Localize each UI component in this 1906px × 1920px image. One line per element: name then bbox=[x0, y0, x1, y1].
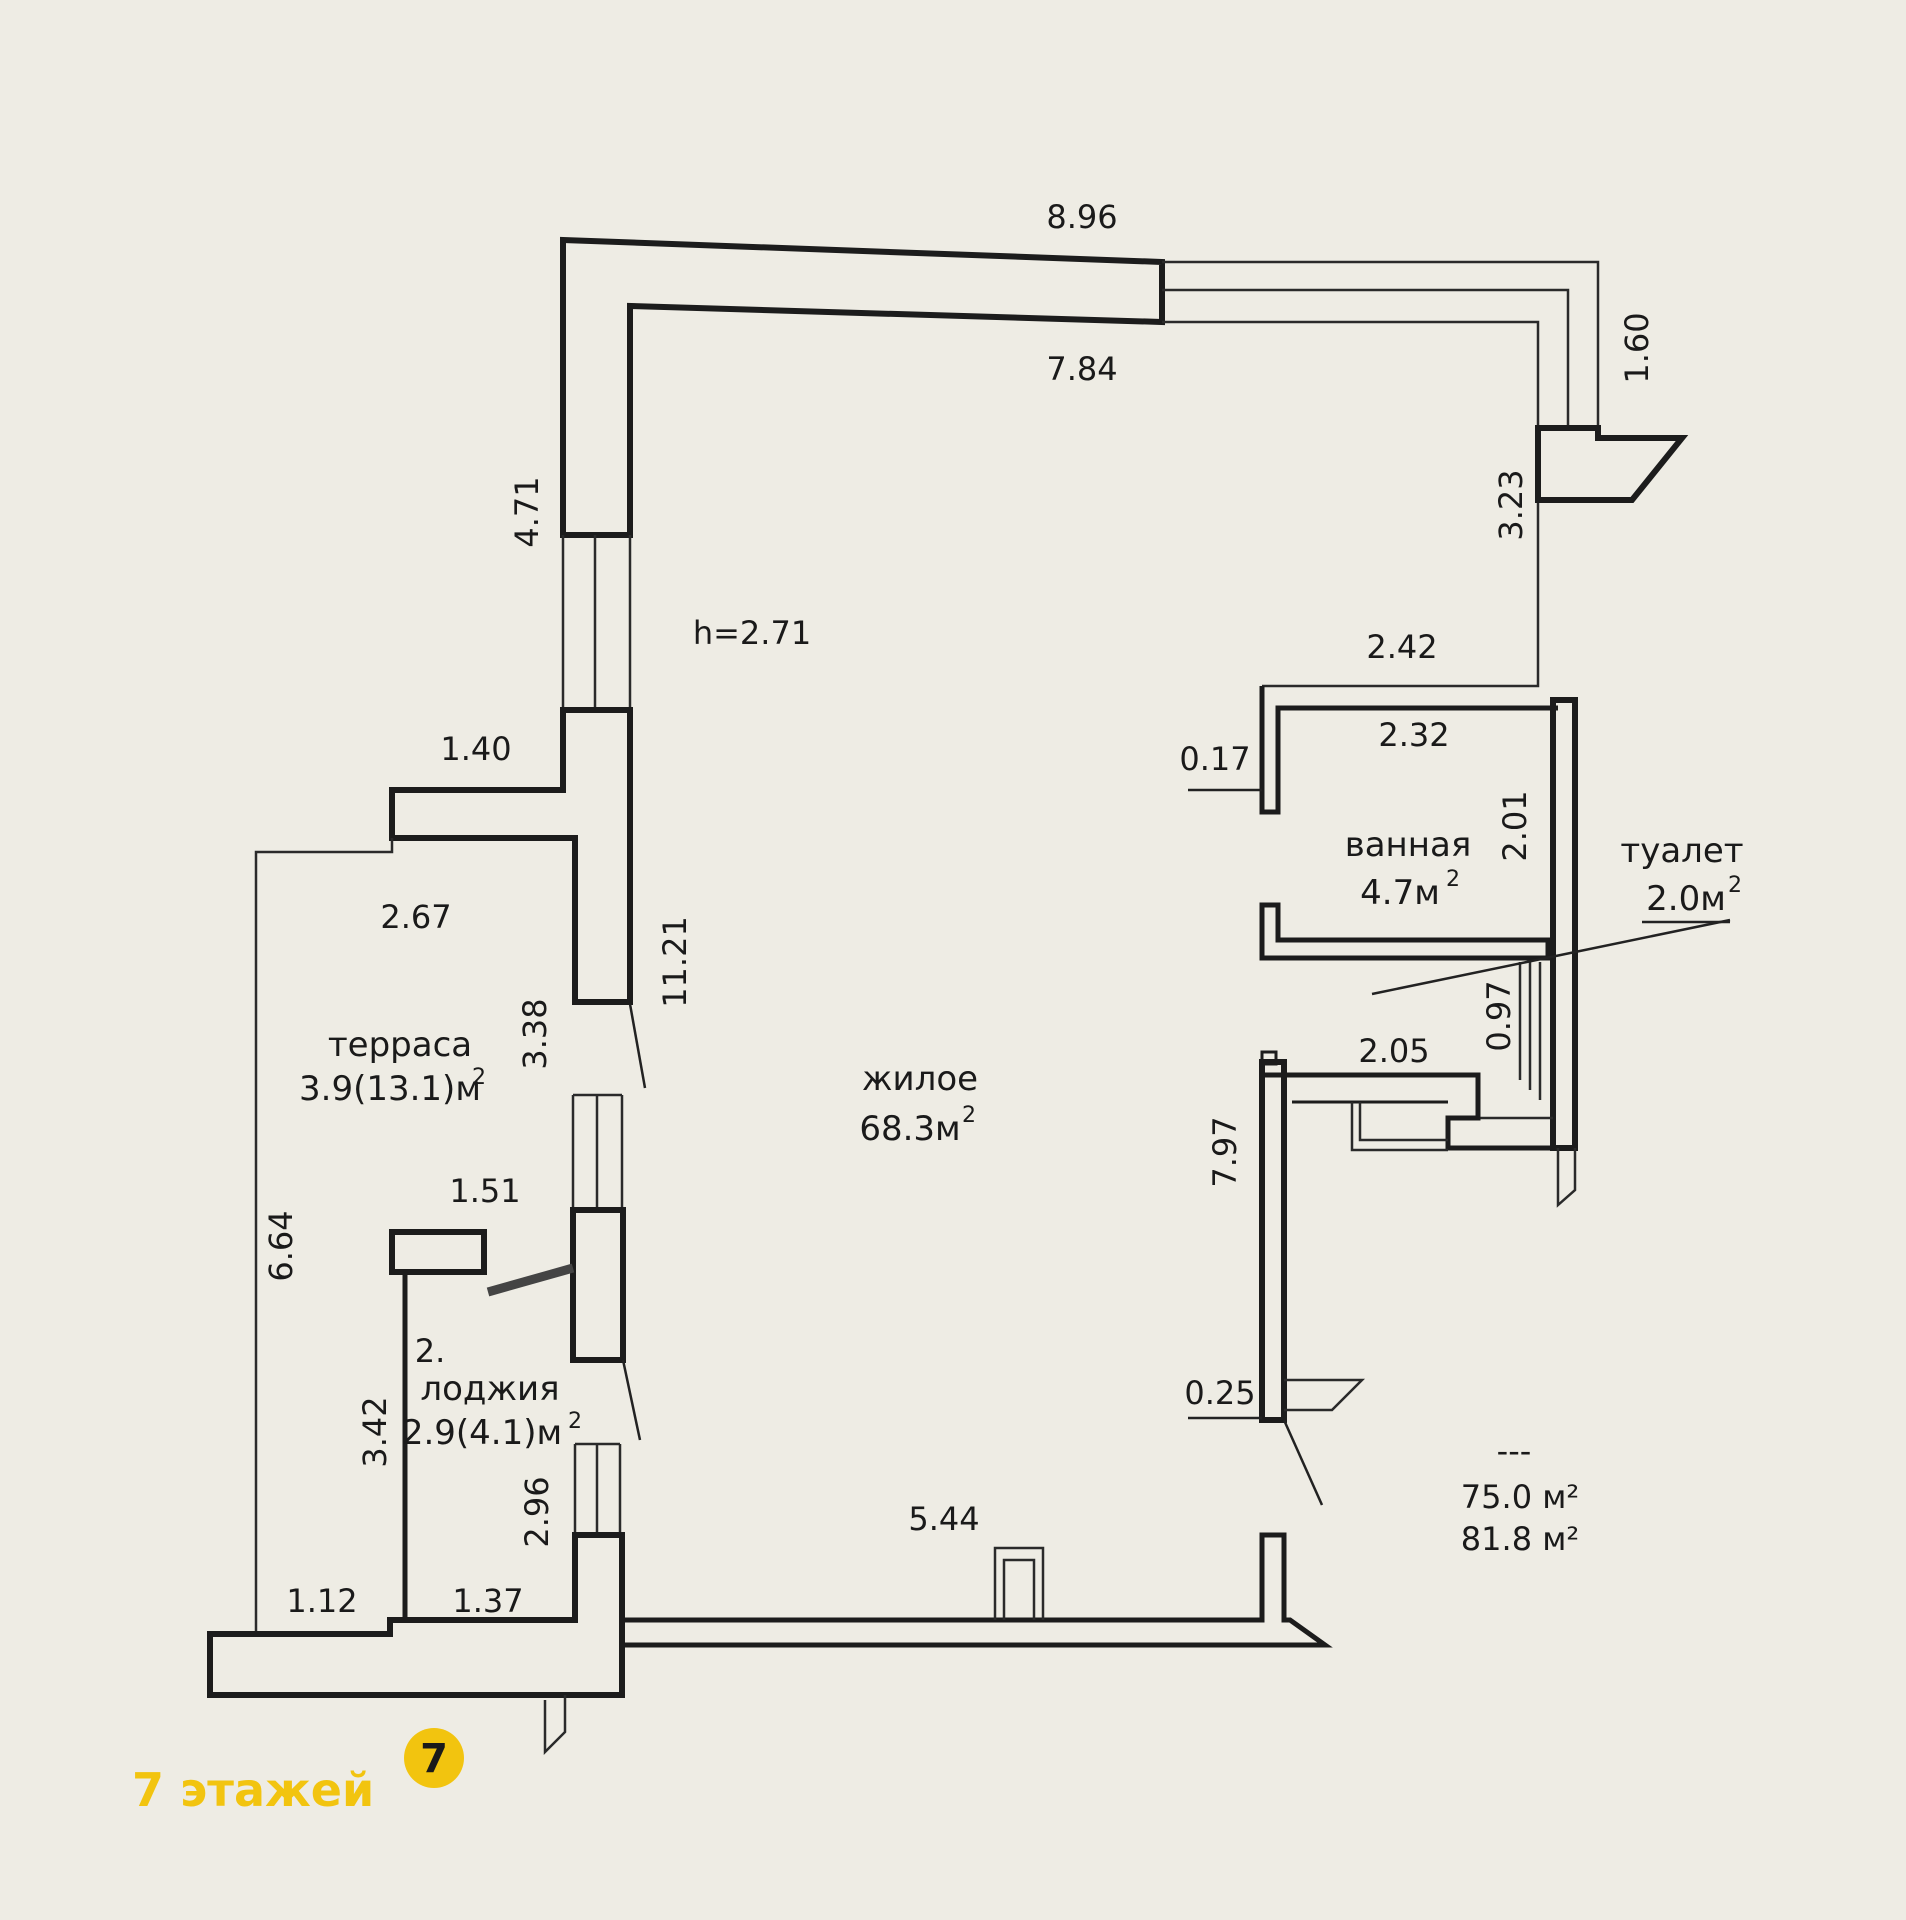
loggia-area: 2.9(4.1)м bbox=[402, 1413, 562, 1453]
dim-bottom-left-2: 1.37 bbox=[452, 1582, 523, 1620]
dim-terrace-width: 2.67 bbox=[380, 898, 451, 936]
dim-loggia-width: 1.51 bbox=[449, 1172, 520, 1210]
bottom-left-wall bbox=[207, 1532, 625, 1698]
dim-top-outer: 8.96 bbox=[1046, 198, 1117, 236]
bottom-wall bbox=[619, 1532, 1333, 1648]
terrace-area: 3.9(13.1)м bbox=[299, 1069, 481, 1109]
living-name: жилое bbox=[862, 1059, 978, 1099]
dim-wall-thickness: 0.25 bbox=[1184, 1374, 1255, 1412]
terrace-name: терраса bbox=[328, 1025, 472, 1065]
bottom-left-ledge bbox=[543, 1695, 567, 1756]
watermark-badge-number: 7 bbox=[420, 1736, 448, 1782]
top-right-wall-inner bbox=[1162, 320, 1540, 688]
bath-lower-wall bbox=[1259, 902, 1551, 961]
walls bbox=[207, 236, 1731, 1756]
left-t-wall bbox=[389, 707, 633, 1005]
loggia-small-block bbox=[389, 1229, 487, 1275]
right-wall-ledge bbox=[1556, 1148, 1577, 1208]
toilet-area-sup: 2 bbox=[1728, 873, 1742, 898]
watermark-logo: 7 этажей 7 bbox=[132, 1728, 464, 1817]
toilet-name: туалет bbox=[1620, 831, 1743, 871]
loggia-name: лоджия bbox=[420, 1369, 559, 1409]
watermark-text: 7 этажей bbox=[132, 1763, 374, 1817]
toilet-leader bbox=[1371, 918, 1731, 996]
door-leader-loggia bbox=[621, 1359, 642, 1441]
dim-loggia-length: 3.42 bbox=[356, 1396, 394, 1467]
bath-name: ванная bbox=[1345, 825, 1472, 865]
lower-left-window bbox=[573, 1442, 622, 1535]
bath-upper-wall bbox=[1259, 686, 1558, 815]
bottom-door-frame bbox=[993, 1546, 1045, 1620]
watermark-badge-icon bbox=[404, 1728, 464, 1788]
loggia-wall-block bbox=[570, 1207, 626, 1363]
loggia-mark: 2. bbox=[415, 1332, 446, 1370]
right-vertical-wall bbox=[1550, 697, 1578, 1151]
right-lower-wall bbox=[1259, 1059, 1287, 1423]
dim-right-top: 1.60 bbox=[1618, 312, 1656, 383]
dim-bottom-left-1: 1.12 bbox=[286, 1582, 357, 1620]
dim-terrace-length: 6.64 bbox=[262, 1210, 300, 1281]
bath-area-sup: 2 bbox=[1446, 867, 1460, 892]
top-right-wall-outer bbox=[1162, 260, 1600, 428]
dim-loggia-door: 2.96 bbox=[518, 1476, 556, 1547]
right-ledge-wall bbox=[1535, 425, 1689, 503]
living-area-sup: 2 bbox=[962, 1103, 976, 1128]
room-labels: терраса 3.9(13.1)м 2 жилое 68.3м 2 ванна… bbox=[299, 825, 1744, 1453]
left-window bbox=[561, 535, 632, 710]
dim-bath-top-outer: 2.42 bbox=[1366, 628, 1437, 666]
bath-area: 4.7м bbox=[1360, 873, 1440, 913]
dim-height: h=2.71 bbox=[693, 614, 811, 652]
dim-bath-height: 2.01 bbox=[1496, 790, 1534, 861]
toilet-wall bbox=[1262, 1072, 1553, 1151]
dim-toilet-width: 2.05 bbox=[1358, 1032, 1429, 1070]
toilet-shaft bbox=[1476, 962, 1553, 1120]
right-lower-ledge bbox=[1284, 1378, 1366, 1412]
dim-living-length: 11.21 bbox=[656, 916, 694, 1008]
total-area-2: 81.8 м² bbox=[1461, 1520, 1579, 1558]
totals-line: --- bbox=[1497, 1432, 1532, 1470]
terrace-area-sup: 2 bbox=[472, 1065, 486, 1090]
dim-right-mid: 3.23 bbox=[1492, 469, 1530, 540]
dim-bottom-width: 5.44 bbox=[908, 1500, 979, 1538]
dim-top-inner: 7.84 bbox=[1046, 350, 1117, 388]
terrace-outline bbox=[254, 838, 394, 1634]
dim-toilet-depth: 0.97 bbox=[1480, 980, 1518, 1051]
dim-bath-wall: 0.17 bbox=[1179, 740, 1250, 778]
fixture bbox=[1350, 1102, 1448, 1152]
loggia-door-leaf bbox=[486, 1263, 575, 1297]
living-area: 68.3м bbox=[859, 1109, 960, 1149]
total-area-1: 75.0 м² bbox=[1461, 1478, 1579, 1516]
dim-ledge-width: 1.40 bbox=[440, 730, 511, 768]
top-right-wall-mid bbox=[1162, 288, 1570, 428]
totals: --- 75.0 м² 81.8 м² bbox=[1461, 1432, 1579, 1558]
toilet-area: 2.0м bbox=[1646, 879, 1726, 919]
loggia-area-sup: 2 bbox=[568, 1409, 582, 1434]
right-lower-cap bbox=[1260, 1050, 1278, 1066]
door-leader-living bbox=[628, 1003, 647, 1089]
dim-right-lower: 7.97 bbox=[1206, 1116, 1244, 1187]
dim-bath-top-inner: 2.32 bbox=[1378, 716, 1449, 754]
dimension-labels: 8.96 7.84 1.60 3.23 4.71 h=2.71 2.42 2.3… bbox=[262, 198, 1656, 1620]
mid-left-window bbox=[571, 1093, 624, 1210]
dim-left-top: 4.71 bbox=[508, 476, 546, 547]
door-leader-right bbox=[1282, 1419, 1324, 1506]
dim-terrace-side: 3.38 bbox=[516, 998, 554, 1069]
